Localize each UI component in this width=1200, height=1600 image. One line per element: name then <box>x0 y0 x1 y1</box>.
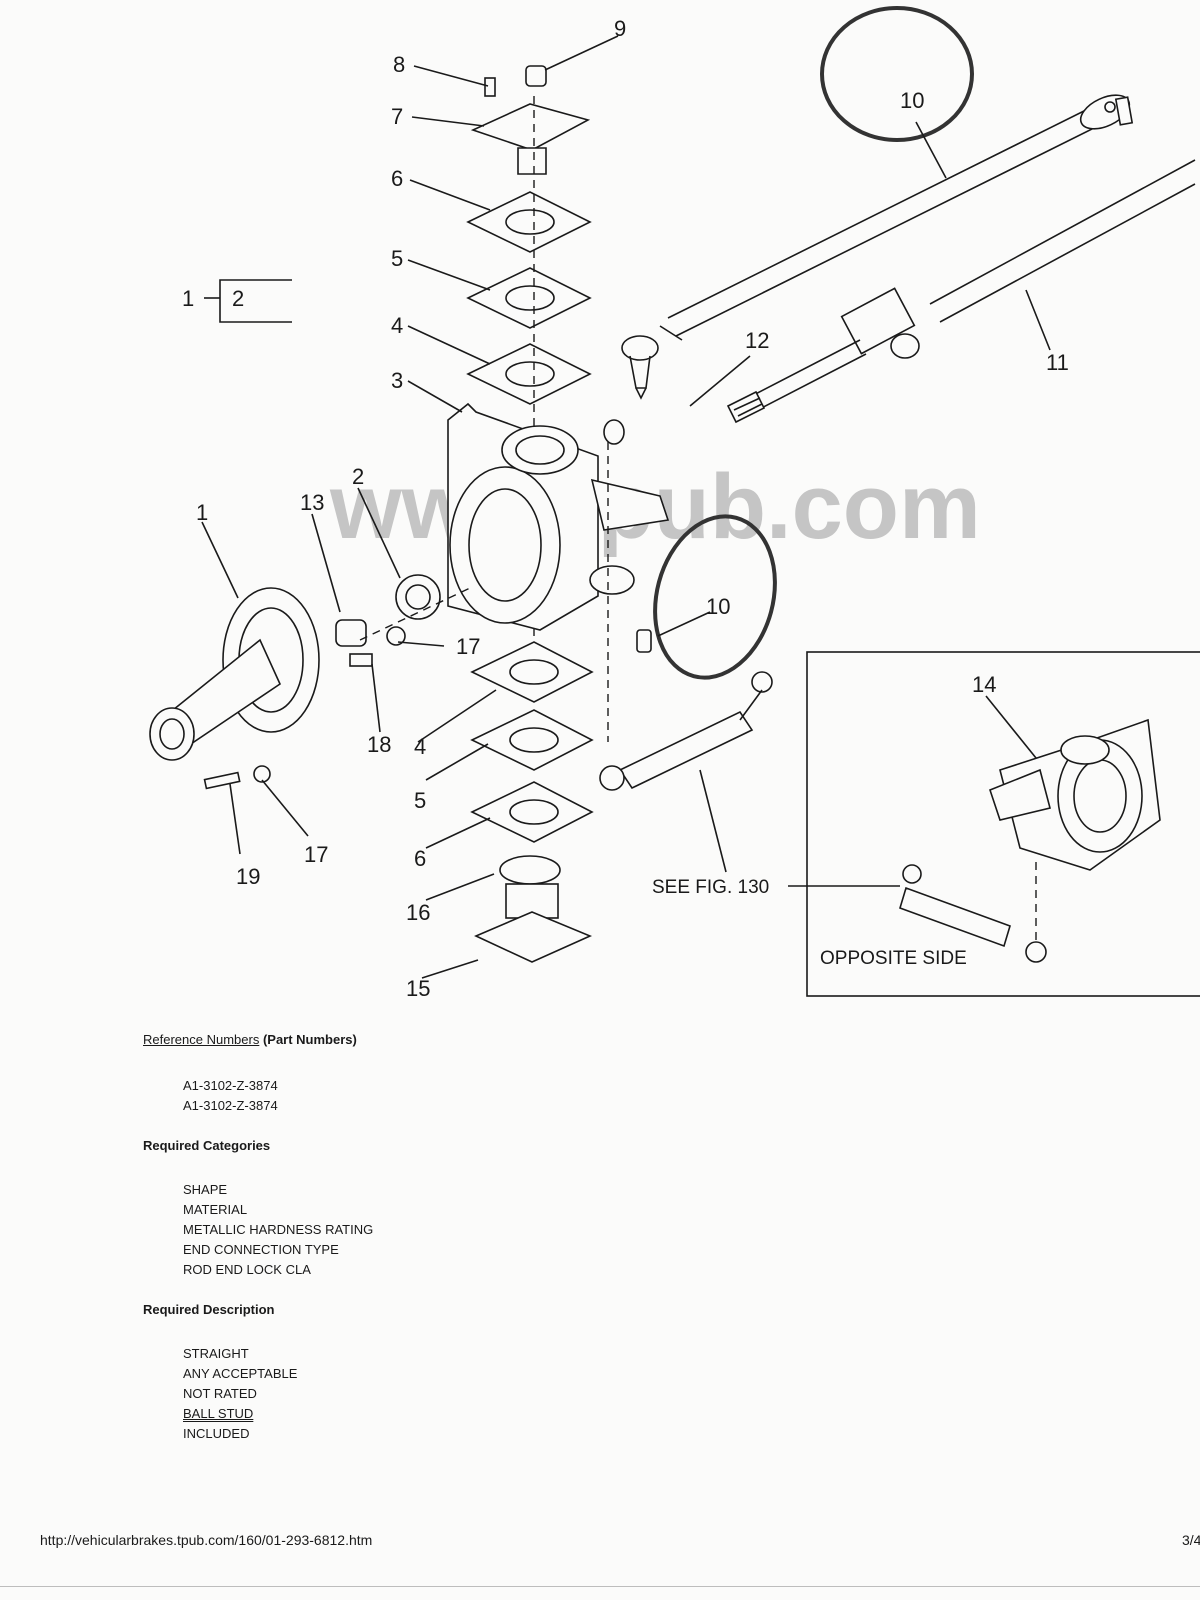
reference-number: A1-3102-Z-3874 <box>183 1078 278 1093</box>
callout-6-top: 6 <box>391 166 403 191</box>
callout-3: 3 <box>391 368 403 393</box>
description-item: STRAIGHT <box>183 1346 249 1361</box>
callout-11: 11 <box>1046 350 1069 375</box>
category-item: ROD END LOCK CLA <box>183 1262 311 1277</box>
reference-numbers-list: A1-3102-Z-3874 A1-3102-Z-3874 <box>183 1076 743 1116</box>
callout-17-bot: 17 <box>304 842 328 867</box>
callout-6-bot: 6 <box>414 846 426 871</box>
callout-16: 16 <box>406 900 430 925</box>
drag-link-drawing <box>726 159 1196 424</box>
descriptions-list: STRAIGHT ANY ACCEPTABLE NOT RATED BALL S… <box>183 1344 743 1444</box>
callout-7: 7 <box>391 104 403 129</box>
bearing-and-seal <box>335 574 471 667</box>
description-item: ANY ACCEPTABLE <box>183 1366 298 1381</box>
callout-5-top: 5 <box>391 246 403 271</box>
bottom-rule <box>0 1586 1200 1587</box>
callout-19: 19 <box>236 864 260 889</box>
reference-heading-underlined: Reference Numbers <box>143 1032 260 1047</box>
category-item: END CONNECTION TYPE <box>183 1242 339 1257</box>
callout-1-left: 1 <box>182 286 194 311</box>
inset-opposite-side <box>806 651 1200 997</box>
reference-number: A1-3102-Z-3874 <box>183 1098 278 1113</box>
opposite-side-label: OPPOSITE SIDE <box>820 948 967 969</box>
steering-cylinder <box>599 671 773 791</box>
callout-13: 13 <box>300 490 324 515</box>
exploded-parts-diagram: www.tpub.com <box>149 6 1200 1000</box>
callout-10-top: 10 <box>900 88 924 113</box>
description-heading: Required Description <box>143 1302 275 1317</box>
reference-heading: Reference Numbers (Part Numbers) <box>143 1030 743 1050</box>
parts-info-block: Reference Numbers (Part Numbers) A1-3102… <box>143 1030 743 1464</box>
lower-cap-stack <box>470 442 609 963</box>
callout-8: 8 <box>393 52 405 77</box>
callout-9: 9 <box>614 16 626 41</box>
callout-15: 15 <box>406 976 430 1000</box>
category-item: SHAPE <box>183 1182 228 1197</box>
callout-14: 14 <box>972 672 996 697</box>
spindle <box>149 587 320 790</box>
footer-page-number: 3/4 <box>1182 1532 1200 1548</box>
tie-rod-drawing <box>621 94 1134 400</box>
callout-2: 2 <box>352 464 364 489</box>
callout-4-bot: 4 <box>414 734 426 759</box>
callout-12: 12 <box>745 328 769 353</box>
callout-4-top: 4 <box>391 313 403 338</box>
callout-10-mid: 10 <box>706 594 730 619</box>
description-item: INCLUDED <box>183 1426 250 1441</box>
footer-url[interactable]: http://vehicularbrakes.tpub.com/160/01-2… <box>40 1532 373 1548</box>
reference-heading-rest: (Part Numbers) <box>259 1032 357 1047</box>
category-item: METALLIC HARDNESS RATING <box>183 1222 374 1237</box>
categories-heading: Required Categories <box>143 1138 271 1153</box>
leader-lines <box>201 35 1051 979</box>
categories-list: SHAPE MATERIAL METALLIC HARDNESS RATING … <box>183 1180 743 1280</box>
see-fig-label: SEE FIG. 130 <box>652 877 769 898</box>
highlight-ring-top <box>820 6 974 142</box>
steering-knuckle <box>447 402 670 653</box>
callout-5-bot: 5 <box>414 788 426 813</box>
callout-1-box: 2 <box>232 286 244 311</box>
upper-cap-stack <box>466 65 592 640</box>
callout-1-main: 1 <box>196 500 208 525</box>
category-item: MATERIAL <box>183 1202 248 1217</box>
highlight-ring-mid <box>653 514 777 680</box>
description-item: BALL STUD <box>183 1406 254 1421</box>
description-item: NOT RATED <box>183 1386 257 1401</box>
callout-17-top: 17 <box>456 634 480 659</box>
callout-18: 18 <box>367 732 391 757</box>
